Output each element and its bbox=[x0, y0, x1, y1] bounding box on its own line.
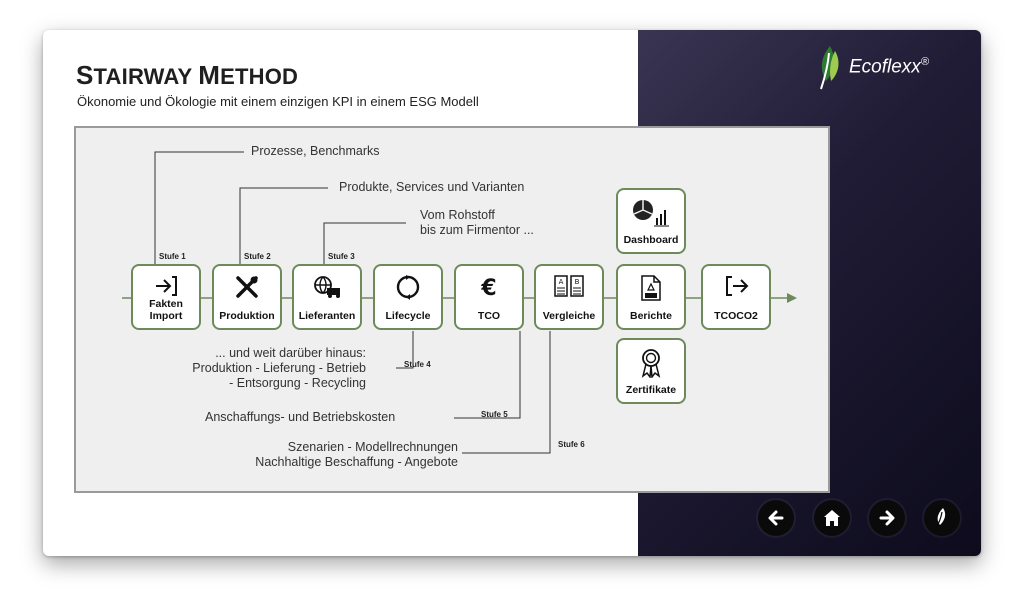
annotation-stufe-1: Prozesse, Benchmarks bbox=[251, 144, 380, 158]
home-button[interactable] bbox=[814, 500, 850, 536]
stairway-diagram: Stufe 1 Stufe 2 Stufe 3 Stufe 4 Stufe 5 … bbox=[74, 126, 830, 493]
step-lifecycle[interactable]: Lifecycle bbox=[373, 264, 443, 330]
step-vergleiche[interactable]: A B Vergleiche bbox=[534, 264, 604, 330]
step-label: Vergleiche bbox=[542, 310, 596, 322]
brand-name: Ecoflexx® bbox=[849, 55, 929, 78]
home-icon bbox=[824, 510, 840, 526]
stufe-label: Stufe 4 bbox=[404, 360, 431, 369]
step-tco[interactable]: € TCO bbox=[454, 264, 524, 330]
leaf-button[interactable] bbox=[924, 500, 960, 536]
step-label: Berichte bbox=[629, 310, 672, 322]
step-label: Lifecycle bbox=[385, 310, 431, 322]
svg-text:A: A bbox=[559, 278, 564, 286]
step-label: Dashboard bbox=[623, 234, 679, 246]
step-label: TCOCO2 bbox=[714, 310, 758, 322]
brand-logo: Ecoflexx® bbox=[817, 42, 929, 92]
annotation-stufe-4: ... und weit darüber hinaus:Produktion -… bbox=[192, 346, 366, 390]
euro-icon: € bbox=[480, 276, 496, 300]
annotation-stufe-2: Produkte, Services und Varianten bbox=[339, 180, 525, 194]
export-icon bbox=[726, 276, 749, 296]
flow-arrowhead bbox=[787, 293, 797, 303]
back-button[interactable] bbox=[758, 500, 794, 536]
supplier-truck-icon bbox=[314, 276, 340, 298]
cycle-icon bbox=[396, 275, 420, 300]
step-produktion[interactable]: Produktion bbox=[212, 264, 282, 330]
compare-documents-icon: A B bbox=[554, 275, 584, 297]
leaf-icon bbox=[935, 508, 946, 529]
step-label: TCO bbox=[477, 310, 501, 322]
stufe-label: Stufe 1 bbox=[159, 252, 186, 261]
page-title: STAIRWAY METHOD bbox=[76, 60, 299, 90]
zertifikate-box[interactable]: Zertifikate bbox=[616, 338, 686, 404]
back-arrow-icon bbox=[768, 510, 784, 526]
forward-arrow-icon bbox=[879, 510, 895, 526]
step-tcoco2[interactable]: TCOCO2 bbox=[701, 264, 771, 330]
import-icon bbox=[156, 276, 177, 296]
step-lieferanten[interactable]: Lieferanten bbox=[292, 264, 362, 330]
stufe-label: Stufe 2 bbox=[244, 252, 271, 261]
step-label: Zertifikate bbox=[625, 384, 677, 396]
stufe-label: Stufe 6 bbox=[558, 440, 585, 449]
dashboard-box[interactable]: Dashboard bbox=[616, 188, 686, 254]
step-label: Lieferanten bbox=[298, 310, 356, 322]
annotation-stufe-5: Anschaffungs- und Betriebskosten bbox=[205, 410, 396, 424]
step-berichte[interactable]: Berichte bbox=[616, 264, 686, 330]
tools-icon bbox=[236, 276, 258, 298]
stufe-label: Stufe 3 bbox=[328, 252, 355, 261]
leaf-logo-icon bbox=[820, 46, 839, 90]
dashboard-chart-icon bbox=[633, 200, 669, 227]
step-label: Produktion bbox=[219, 310, 275, 322]
svg-text:B: B bbox=[575, 278, 580, 286]
certificate-ribbon-icon bbox=[641, 349, 661, 378]
svg-text:€: € bbox=[480, 276, 496, 300]
forward-button[interactable] bbox=[869, 500, 905, 536]
stufe-label: Stufe 5 bbox=[481, 410, 508, 419]
page-subtitle: Ökonomie und Ökologie mit einem einzigen… bbox=[77, 94, 479, 109]
slide: STAIRWAY METHOD Ökonomie und Ökologie mi… bbox=[43, 30, 981, 556]
pdf-report-icon bbox=[641, 275, 661, 301]
